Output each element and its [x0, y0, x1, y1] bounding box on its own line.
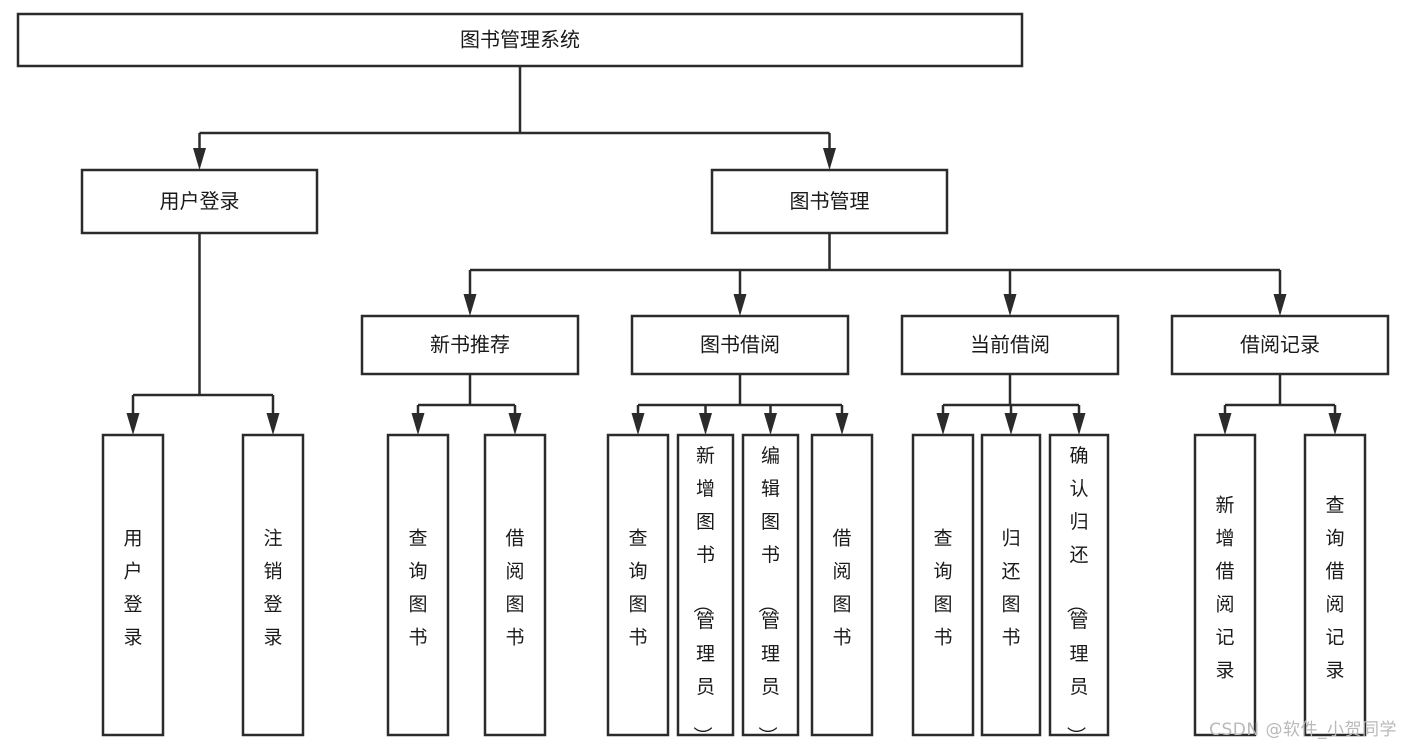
arrow-head-icon — [463, 294, 477, 316]
node-borrow-record[interactable]: 借阅记录 — [1170, 314, 1390, 376]
node-box-borrow-record — [1170, 314, 1390, 376]
arrow-head-icon — [266, 413, 280, 435]
arrow-head-icon — [411, 413, 425, 435]
node-label-leaf-query-book-3: 查询图书 — [933, 528, 952, 649]
node-user-login[interactable]: 用户登录 — [80, 168, 319, 235]
node-box-leaf-edit-book — [741, 433, 800, 737]
node-label-leaf-add-book: 新增图书（管理员） — [691, 445, 715, 745]
arrow-head-icon — [1004, 413, 1018, 435]
edge-layer — [126, 66, 1342, 435]
node-box-book-borrow — [630, 314, 850, 376]
node-label-leaf-query-book-2: 查询图书 — [628, 528, 647, 649]
node-leaf-borrow-book-2[interactable]: 借阅图书 — [810, 433, 874, 737]
arrow-head-icon — [699, 413, 712, 435]
arrow-head-icon — [1072, 413, 1086, 435]
node-box-leaf-return-book — [980, 433, 1042, 737]
node-box-current-borrow — [900, 314, 1120, 376]
node-box-leaf-borrow-book-2 — [810, 433, 874, 737]
node-box-new-book-recommend — [360, 314, 580, 376]
node-label-leaf-return-book: 归还图书 — [1001, 528, 1020, 649]
node-box-leaf-confirm-return — [1048, 433, 1110, 737]
arrow-head-icon — [193, 148, 206, 170]
node-layer: 图书管理系统用户登录图书管理新书推荐图书借阅当前借阅借阅记录用户登录注销登录查询… — [16, 12, 1390, 745]
node-leaf-return-book[interactable]: 归还图书 — [980, 433, 1042, 737]
node-leaf-confirm-return[interactable]: 确认归还（管理员） — [1048, 433, 1110, 745]
node-leaf-query-book-3[interactable]: 查询图书 — [911, 433, 975, 737]
node-box-leaf-query-book-1 — [386, 433, 450, 737]
node-leaf-query-record[interactable]: 查询借阅记录 — [1303, 433, 1367, 737]
node-box-user-login — [80, 168, 319, 235]
arrow-head-icon — [1328, 413, 1342, 435]
arrow-head-icon — [764, 413, 777, 435]
node-book-management[interactable]: 图书管理 — [710, 168, 949, 235]
node-label-book-management: 图书管理 — [790, 189, 870, 213]
arrow-head-icon — [126, 413, 140, 435]
node-label-leaf-query-record: 查询借阅记录 — [1325, 495, 1344, 682]
node-box-leaf-query-book-2 — [606, 433, 670, 737]
node-leaf-query-book-1[interactable]: 查询图书 — [386, 433, 450, 737]
node-label-user-login: 用户登录 — [160, 189, 240, 213]
node-leaf-add-record[interactable]: 新增借阅记录 — [1193, 433, 1257, 737]
node-leaf-add-book[interactable]: 新增图书（管理员） — [676, 433, 735, 745]
node-label-book-borrow: 图书借阅 — [700, 333, 780, 357]
node-label-leaf-confirm-return: 确认归还（管理员） — [1064, 445, 1088, 745]
arrow-head-icon — [733, 294, 747, 316]
node-leaf-borrow-book-1[interactable]: 借阅图书 — [483, 433, 547, 737]
node-box-book-management — [710, 168, 949, 235]
arrow-head-icon — [1003, 294, 1017, 316]
node-leaf-query-book-2[interactable]: 查询图书 — [606, 433, 670, 737]
node-leaf-user-login[interactable]: 用户登录 — [101, 433, 165, 737]
node-label-leaf-add-record: 新增借阅记录 — [1215, 495, 1234, 682]
node-label-leaf-edit-book: 编辑图书（管理员） — [756, 445, 780, 745]
node-label-leaf-query-book-1: 查询图书 — [408, 528, 427, 649]
node-leaf-logout[interactable]: 注销登录 — [241, 433, 305, 737]
node-box-root — [16, 12, 1024, 68]
arrow-head-icon — [936, 413, 950, 435]
node-label-new-book-recommend: 新书推荐 — [430, 333, 510, 357]
node-current-borrow[interactable]: 当前借阅 — [900, 314, 1120, 376]
node-box-leaf-query-record — [1303, 433, 1367, 737]
node-box-leaf-logout — [241, 433, 305, 737]
node-label-leaf-user-login: 用户登录 — [123, 528, 142, 649]
node-label-borrow-record: 借阅记录 — [1240, 333, 1320, 357]
node-new-book-recommend[interactable]: 新书推荐 — [360, 314, 580, 376]
node-box-leaf-add-book — [676, 433, 735, 737]
node-box-leaf-user-login — [101, 433, 165, 737]
arrow-head-icon — [835, 413, 849, 435]
arrow-head-icon — [508, 413, 522, 435]
node-box-leaf-query-book-3 — [911, 433, 975, 737]
node-label-current-borrow: 当前借阅 — [970, 333, 1050, 357]
arrow-head-icon — [823, 148, 836, 170]
node-leaf-edit-book[interactable]: 编辑图书（管理员） — [741, 433, 800, 745]
node-label-root: 图书管理系统 — [460, 28, 580, 52]
node-label-leaf-borrow-book-1: 借阅图书 — [505, 528, 524, 649]
node-label-leaf-borrow-book-2: 借阅图书 — [832, 528, 851, 649]
arrow-head-icon — [631, 413, 645, 435]
arrow-head-icon — [1273, 294, 1287, 316]
node-box-leaf-add-record — [1193, 433, 1257, 737]
node-box-leaf-borrow-book-1 — [483, 433, 547, 737]
node-label-leaf-logout: 注销登录 — [263, 528, 282, 649]
node-book-borrow[interactable]: 图书借阅 — [630, 314, 850, 376]
arrow-head-icon — [1218, 413, 1232, 435]
node-root[interactable]: 图书管理系统 — [16, 12, 1024, 68]
